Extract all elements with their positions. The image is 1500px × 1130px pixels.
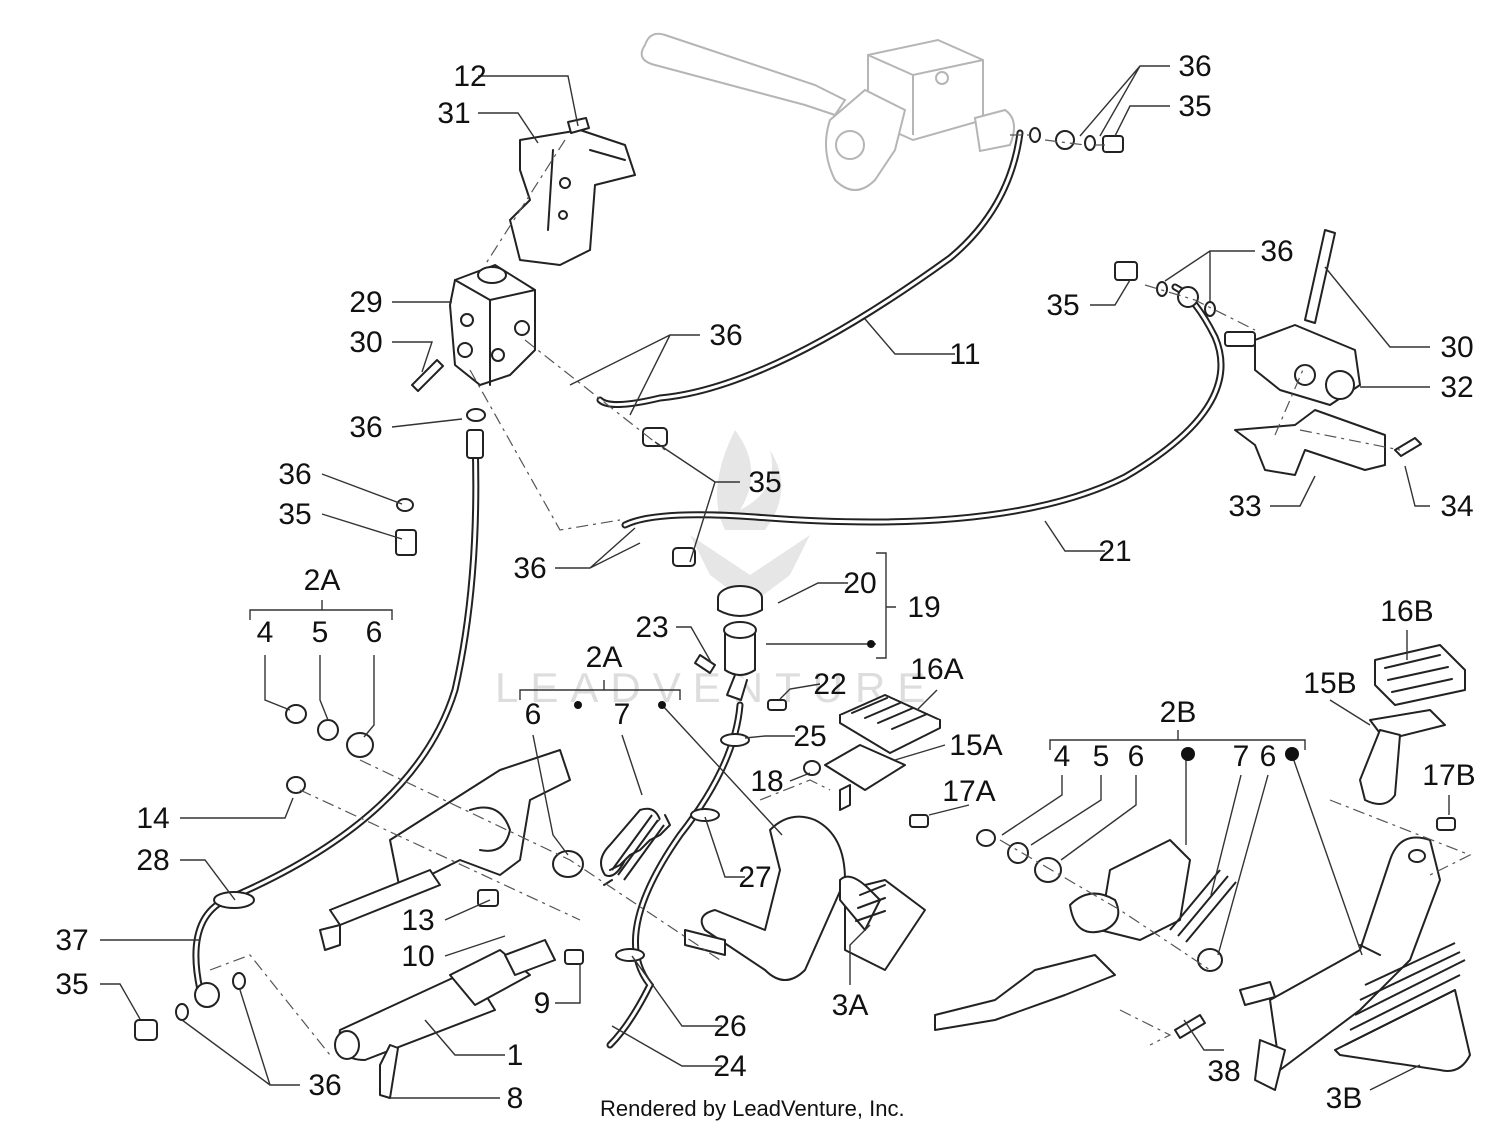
callout-label-1: 1 (507, 1039, 524, 1072)
leader-lines (100, 65, 1450, 1099)
callout-label-35: 35 (55, 968, 88, 1001)
callout-label-31: 31 (437, 97, 470, 130)
pedal-bracket-left-part (319, 749, 661, 951)
callout-label-20: 20 (843, 567, 876, 600)
callout-label-28: 28 (136, 844, 169, 877)
reservoir-19-part (694, 585, 763, 701)
callout-label-35: 35 (278, 498, 311, 531)
group-dots (574, 640, 1299, 761)
callout-label-7: 7 (614, 698, 631, 731)
callout-label-24: 24 (713, 1050, 746, 1083)
callout-label-23: 23 (635, 611, 668, 644)
callout-label-16b: 16B (1380, 595, 1433, 628)
callout-label-36: 36 (1178, 50, 1211, 83)
pedal-pad-16B-part (1359, 644, 1466, 805)
callout-label-36: 36 (1260, 235, 1293, 268)
callout-label-4: 4 (257, 616, 274, 649)
callout-label-17b: 17B (1422, 759, 1475, 792)
callout-label-4: 4 (1054, 740, 1071, 773)
brake-pedal-3A-part (684, 815, 926, 981)
callout-label-19: 19 (907, 591, 940, 624)
pedal-pad-16A-part (824, 694, 941, 811)
callout-label-11: 11 (949, 338, 980, 371)
callout-label-21: 21 (1098, 535, 1131, 568)
callout-label-35: 35 (748, 466, 781, 499)
callout-label-12: 12 (453, 60, 486, 93)
callout-label-35: 35 (1178, 90, 1211, 123)
callout-label-34: 34 (1440, 490, 1473, 523)
callout-label-22: 22 (813, 668, 846, 701)
bracket-33-part (1234, 409, 1422, 476)
callout-label-25: 25 (793, 720, 826, 753)
callout-label-2a: 2A (304, 564, 341, 597)
master-cylinder-1-part (334, 939, 556, 1099)
callout-label-3a: 3A (832, 989, 869, 1022)
brake-line-11-part (596, 129, 1075, 408)
brake-switch-38-part (1174, 1014, 1206, 1039)
footer-credit: Rendered by LeadVenture, Inc. (600, 1096, 905, 1121)
callout-label-8: 8 (507, 1082, 524, 1115)
callout-label-2b: 2B (1160, 696, 1197, 729)
callout-label-17a: 17A (942, 775, 995, 808)
callout-label-10: 10 (401, 940, 434, 973)
callout-label-36: 36 (349, 411, 382, 444)
pedal-bracket-right-part (934, 829, 1237, 1031)
bracket-31-part (509, 117, 636, 266)
front-master-cylinder-part (640, 32, 1015, 191)
callout-label-5: 5 (1093, 740, 1110, 773)
washer-set-2A-left-part (285, 704, 374, 794)
callout-label-30: 30 (349, 326, 382, 359)
callout-label-36: 36 (278, 458, 311, 491)
return-spring-7-part (603, 814, 671, 886)
callout-label-13: 13 (401, 904, 434, 937)
construction-lines (209, 134, 1472, 1056)
callout-label-36: 36 (308, 1069, 341, 1102)
callout-label-7: 7 (1233, 740, 1250, 773)
callout-label-6: 6 (366, 616, 383, 649)
callout-label-32: 32 (1440, 371, 1473, 404)
callout-label-33: 33 (1228, 490, 1261, 523)
callout-label-6: 6 (1260, 740, 1277, 773)
brake-distributor-29-part (411, 264, 536, 392)
reservoir-hose-24-part (606, 701, 750, 1049)
callout-label-27: 27 (738, 861, 771, 894)
callout-label-36: 36 (709, 319, 742, 352)
callout-label-5: 5 (312, 616, 329, 649)
callout-label-16a: 16A (910, 653, 963, 686)
rear-caliper-32-part (1224, 229, 1361, 406)
callout-label-18: 18 (750, 765, 783, 798)
callout-label-37: 37 (55, 924, 88, 957)
callout-label-14: 14 (136, 802, 169, 835)
callout-label-26: 26 (713, 1010, 746, 1043)
pedal-rubber-3B-part (1334, 942, 1471, 1072)
callout-label-15a: 15A (949, 729, 1002, 762)
callout-label-3b: 3B (1326, 1082, 1363, 1115)
callout-label-6: 6 (1128, 740, 1145, 773)
watermark: LEADVENTURE (495, 430, 925, 711)
brake-hose-28-part (192, 429, 484, 1008)
callout-label-2a: 2A (586, 641, 623, 674)
brake-line-21-part (621, 283, 1225, 529)
callout-label-29: 29 (349, 286, 382, 319)
callout-label-35: 35 (1046, 289, 1079, 322)
callout-label-30: 30 (1440, 331, 1473, 364)
callout-label-15b: 15B (1303, 667, 1356, 700)
callout-label-38: 38 (1207, 1055, 1240, 1088)
callout-label-36: 36 (513, 552, 546, 585)
callout-label-9: 9 (534, 987, 551, 1020)
callout-label-6: 6 (525, 698, 542, 731)
